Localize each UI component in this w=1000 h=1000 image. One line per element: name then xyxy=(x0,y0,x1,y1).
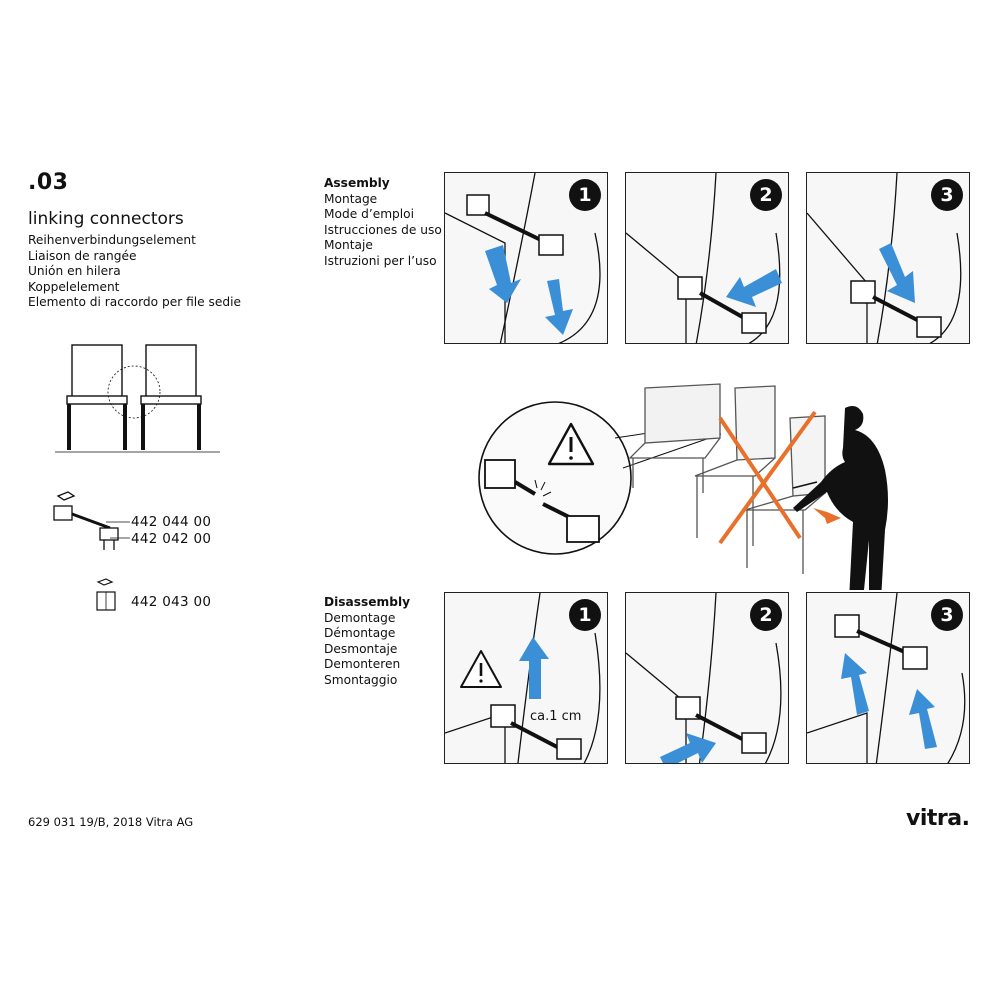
warning-icon xyxy=(460,650,502,688)
product-title: linking connectors xyxy=(28,209,184,229)
translation-nl: Koppelelement xyxy=(28,279,120,294)
assembly-text: Assembly Montage Mode d’emploi Istruccio… xyxy=(324,176,442,270)
disassembly-step-3: 3 xyxy=(806,592,970,764)
part-number-3: 442 043 00 xyxy=(131,594,212,610)
assembly-translation-es1: Istrucciones de uso xyxy=(324,222,442,237)
disassembly-translation-de: Demontage xyxy=(324,610,396,625)
assembly-step-1: 1 xyxy=(444,172,608,344)
part-number-1: 442 044 00 xyxy=(131,514,212,530)
translation-es: Unión en hilera xyxy=(28,264,121,279)
connector-illustration xyxy=(53,491,119,550)
translation-fr: Liaison de rangée xyxy=(28,248,137,263)
assembly-translation-de: Montage xyxy=(324,191,378,206)
connector-cap-illustration xyxy=(96,578,116,611)
disassembly-translation-nl: Demonteren xyxy=(324,657,401,672)
assembly-translation-fr: Mode d’emploi xyxy=(324,207,415,222)
distance-label: ca.1 cm xyxy=(530,709,582,724)
translation-de: Reihenverbindungselement xyxy=(28,233,196,247)
disassembly-translation-es: Desmontaje xyxy=(324,641,398,656)
disassembly-text: Disassembly Demontage Démontage Desmonta… xyxy=(324,595,410,689)
leader-lines xyxy=(106,521,130,539)
disassembly-step-1: 1 xyxy=(444,592,608,764)
disassembly-step-1-number: 1 xyxy=(569,599,601,631)
disassembly-step-3-number: 3 xyxy=(931,599,963,631)
disassembly-translation-fr: Démontage xyxy=(324,626,396,641)
assembly-step-3: 3 xyxy=(806,172,970,344)
warning-icon xyxy=(547,422,595,466)
assembly-heading: Assembly xyxy=(324,176,390,190)
warning-scene xyxy=(478,383,888,590)
assembly-step-2-number: 2 xyxy=(750,179,782,211)
linked-chairs-illustration xyxy=(55,344,220,453)
disassembly-heading: Disassembly xyxy=(324,595,411,609)
translation-it: Elemento di raccordo per file sedie xyxy=(28,295,242,310)
assembly-step-1-number: 1 xyxy=(569,179,601,211)
assembly-translation-es2: Montaje xyxy=(324,238,373,253)
disassembly-step-2-number: 2 xyxy=(750,599,782,631)
assembly-step-3-number: 3 xyxy=(931,179,963,211)
disassembly-translation-it: Smontaggio xyxy=(324,672,398,687)
assembly-translation-it: Istruzioni per l’uso xyxy=(324,253,437,268)
disassembly-step-2: 2 xyxy=(625,592,789,764)
document-number: 629 031 19/B, 2018 Vitra AG xyxy=(28,815,194,829)
vitra-logo: vitra. xyxy=(906,806,970,831)
assembly-step-2: 2 xyxy=(625,172,789,344)
part-number-2: 442 042 00 xyxy=(131,531,212,547)
product-translations: Reihenverbindungselement Liaison de rang… xyxy=(28,233,241,311)
model-number: .03 xyxy=(28,170,69,195)
